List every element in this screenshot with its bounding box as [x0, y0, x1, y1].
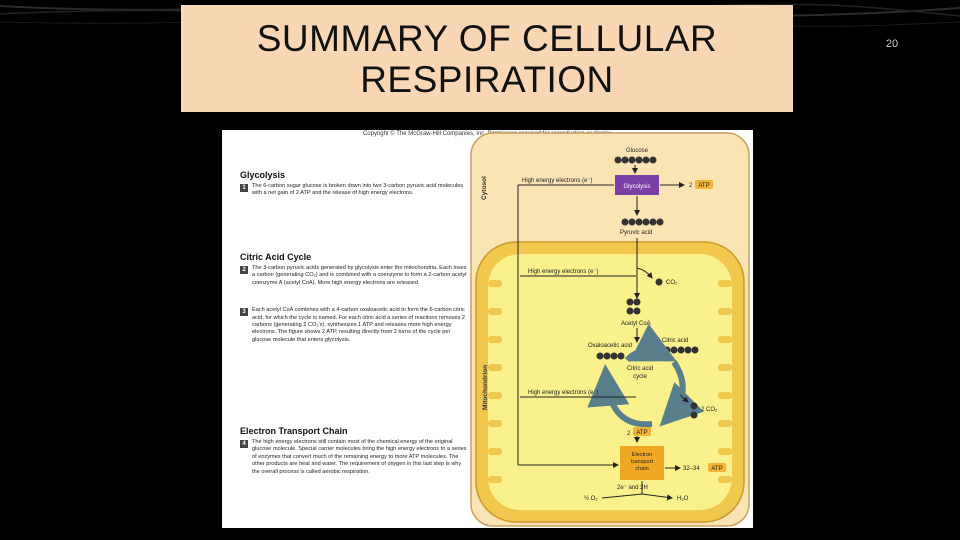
step-number-badge: 2 — [240, 266, 248, 274]
cycle-arrow-top — [624, 323, 677, 363]
glycolysis-box — [615, 175, 659, 195]
slide-number: 20 — [885, 38, 899, 50]
atp-label: ATP — [698, 183, 709, 189]
step-number-badge: 1 — [240, 184, 248, 192]
electron-transport-chain-box — [620, 446, 664, 480]
electrons-hydrogen-label: 2e⁻ and 2H — [617, 485, 648, 491]
mitochondrion-label: Mitochondrion — [482, 365, 489, 410]
oxaloacetic-acid-molecule — [596, 352, 625, 360]
co2-label: CO₂ — [666, 280, 678, 286]
water-arrow — [601, 493, 673, 501]
atp-label: ATP — [636, 430, 647, 436]
section-glycolysis: Glycolysis 1 The 6-carbon sugar glucose … — [240, 170, 468, 198]
section-heading: Citric Acid Cycle — [240, 252, 312, 262]
cycle-arrow-left — [587, 364, 653, 428]
step-2: 2 The 3-carbon pyruvic acids generated b… — [240, 265, 468, 287]
oxygen-label: ½ O₂ — [584, 495, 598, 502]
atp-count-glycolysis: 2 — [689, 183, 693, 189]
atp-tag — [695, 180, 713, 189]
cytosol-label: Cytosol — [481, 176, 488, 200]
section-electron-transport-chain: Electron Transport Chain 4 The high ener… — [240, 426, 468, 476]
glucose-label: Glucose — [626, 148, 649, 154]
cycle-label-line2: cycle — [633, 374, 647, 380]
respiration-diagram: Cytosol Mitochondrion Glucose Glycolysis… — [470, 132, 750, 527]
co2-arrow — [636, 267, 653, 279]
cycle-label-line1: Citric acid — [627, 366, 653, 372]
step-number-badge: 3 — [240, 308, 248, 317]
atp-tag — [633, 427, 651, 436]
step-text: The 3-carbon pyruvic acids generated by … — [252, 265, 467, 286]
water-label: H₂O — [677, 496, 689, 502]
step-4: 4 The high energy electrons still contai… — [240, 439, 468, 476]
slide-title: SUMMARY OF CELLULAR RESPIRATION — [256, 17, 718, 100]
section-heading: Glycolysis — [240, 170, 286, 180]
high-energy-electrons-1: High energy electrons (e⁻) — [522, 178, 593, 184]
pyruvic-acid-molecules — [621, 218, 664, 226]
step-number-badge: 4 — [240, 440, 248, 448]
atp-count-cycle: 2 — [627, 431, 631, 437]
section-heading: Electron Transport Chain — [240, 426, 348, 436]
etc-label-line3: chain — [635, 466, 648, 472]
step-text: The high energy electrons still contain … — [252, 439, 467, 475]
high-energy-electrons-2: High energy electrons (e⁻) — [528, 269, 599, 275]
high-energy-electrons-3: High energy electrons (e⁻) — [528, 390, 599, 396]
co2-molecule-b — [690, 411, 698, 419]
pyruvic-acid-label: Pyruvic acid — [620, 230, 652, 236]
step-text: Each acetyl CoA combines with a 4-carbon… — [252, 307, 465, 343]
atp-tag — [708, 463, 726, 472]
acetyl-coa-label: Acetyl CoA — [621, 321, 651, 327]
respiration-figure: Copyright © The McGraw-Hill Companies, I… — [222, 130, 753, 528]
step-1: 1 The 6-carbon sugar glucose is broken d… — [240, 183, 468, 198]
etc-label-line1: Electron — [632, 452, 653, 458]
acetyl-coa-molecules — [626, 298, 641, 315]
arrow — [679, 394, 689, 403]
glucose-molecule — [614, 156, 657, 164]
step-text: The 6-carbon sugar glucose is broken dow… — [252, 183, 464, 197]
glycolysis-box-label: Glycolysis — [623, 184, 650, 190]
atp-label: ATP — [711, 466, 722, 472]
title-box: SUMMARY OF CELLULAR RESPIRATION — [181, 5, 793, 112]
cristae — [488, 280, 732, 483]
co2-molecule — [655, 278, 663, 286]
section-citric-acid-cycle: Citric Acid Cycle 2 The 3-carbon pyruvic… — [240, 252, 468, 344]
etc-label-line2: transport — [631, 459, 654, 465]
atp-count-etc: 32–34 — [683, 466, 700, 472]
step-3: 3 Each acetyl CoA combines with a 4-carb… — [240, 307, 468, 344]
co2-2-label: 2 CO₂ — [701, 407, 718, 413]
co2-molecule-a — [690, 402, 698, 410]
citric-acid-label: Citric acid — [662, 338, 688, 344]
cycle-arrow-right — [659, 360, 705, 427]
oxaloacetic-acid-label: Oxaloacetic acid — [588, 343, 632, 349]
